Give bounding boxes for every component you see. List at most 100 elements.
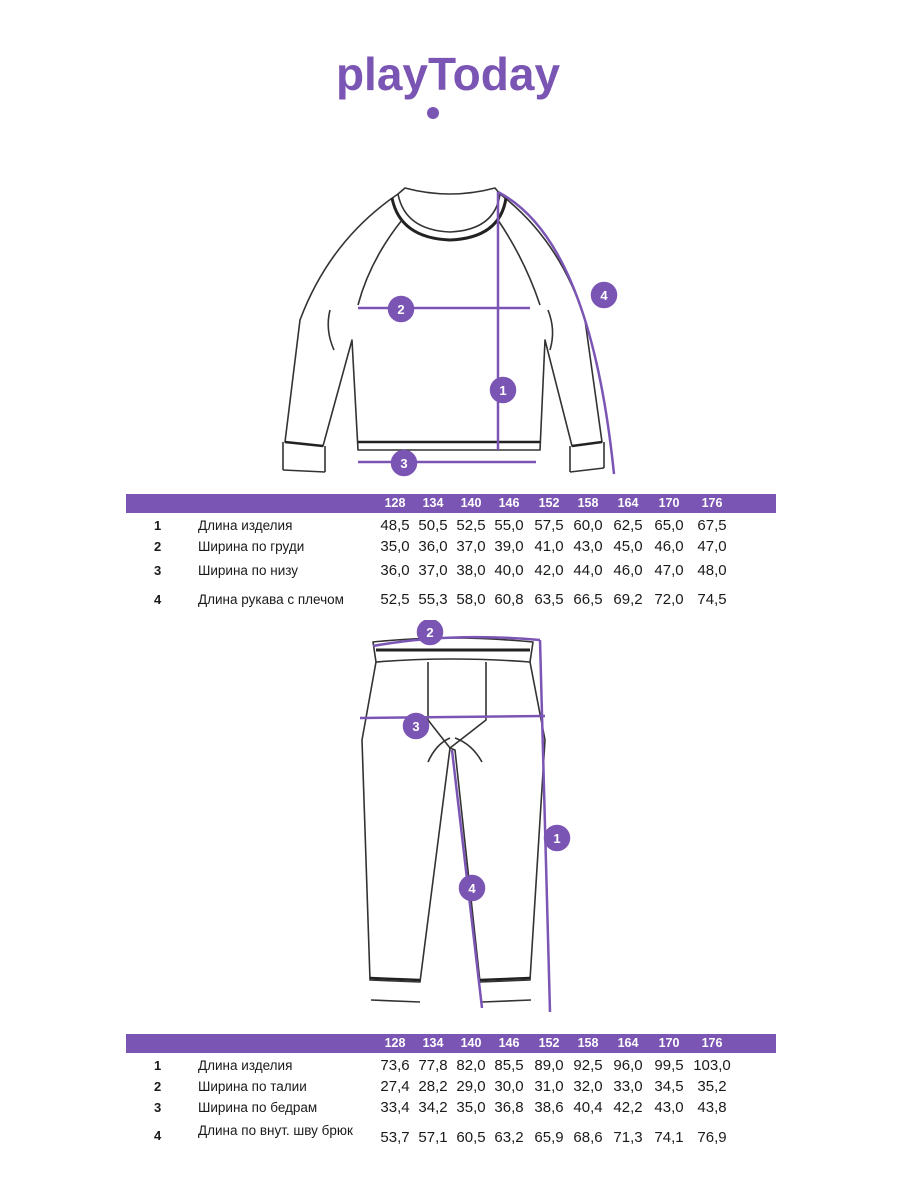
pants-outline	[361, 637, 546, 1003]
size-header-164: 164	[617, 496, 639, 510]
cell-value: 60,0	[573, 517, 603, 534]
size-header-176: 176	[701, 1036, 723, 1050]
size-header-128: 128	[384, 1036, 406, 1050]
cell-value: 36,8	[494, 1099, 524, 1116]
row-number: 3	[154, 1100, 162, 1115]
cell-value: 63,5	[534, 591, 564, 608]
size-header-164: 164	[617, 1036, 639, 1050]
cell-value: 43,0	[654, 1099, 684, 1116]
size-header-176: 176	[701, 496, 723, 510]
cell-value: 43,0	[573, 538, 603, 555]
size-header-134: 134	[422, 1036, 444, 1050]
brand-name: playToday	[336, 48, 561, 100]
row-number: 1	[154, 518, 162, 533]
cell-value: 69,2	[613, 591, 643, 608]
cell-value: 36,0	[380, 562, 410, 579]
size-header-170: 170	[658, 496, 680, 510]
row-label: Длина изделия	[198, 1058, 293, 1073]
cell-value: 103,0	[693, 1057, 731, 1074]
size-header-158: 158	[577, 1036, 599, 1050]
pants-measurements	[359, 620, 571, 1013]
cell-value: 63,2	[494, 1129, 524, 1146]
size-header-170: 170	[658, 1036, 680, 1050]
cell-value: 41,0	[534, 538, 564, 555]
marker-3-badge	[390, 449, 418, 477]
measure-line-sleeve	[497, 190, 616, 475]
cell-value: 42,0	[534, 562, 564, 579]
row-label: Ширина по низу	[198, 563, 299, 578]
measure-line-length	[538, 639, 552, 1013]
size-header-158: 158	[577, 496, 599, 510]
pants-marker-3-label: 3	[412, 719, 419, 734]
cell-value: 57,5	[534, 517, 564, 534]
cell-value: 34,5	[654, 1078, 684, 1095]
cell-value: 52,5	[380, 591, 410, 608]
table-row: 2 Ширина по талии 27,4 28,2 29,0 30,0 31…	[126, 1076, 776, 1098]
pants-marker-4-badge	[458, 874, 486, 902]
cell-value: 27,4	[380, 1078, 410, 1095]
pants-marker-1-badge	[543, 824, 571, 852]
cell-value: 38,0	[456, 562, 486, 579]
cell-value: 55,3	[418, 591, 448, 608]
cell-value: 36,0	[418, 538, 448, 555]
row-number: 1	[154, 1058, 162, 1073]
cell-value: 44,0	[573, 562, 603, 579]
playtoday-logo-graphic: playToday	[336, 48, 561, 119]
cell-value: 72,0	[654, 591, 684, 608]
cell-value: 48,0	[697, 562, 727, 579]
cell-value: 66,5	[573, 591, 603, 608]
cell-value: 35,0	[456, 1099, 486, 1116]
cell-value: 82,0	[456, 1057, 486, 1074]
cell-value: 38,6	[534, 1099, 564, 1116]
row-label: Ширина по груди	[198, 539, 305, 554]
table-row: 1 Длина изделия 73,6 77,8 82,0 85,5 89,0…	[126, 1055, 776, 1077]
cell-value: 99,5	[654, 1057, 684, 1074]
pants-marker-3-badge	[402, 712, 430, 740]
cell-value: 39,0	[494, 538, 524, 555]
cell-value: 40,4	[573, 1099, 603, 1116]
cell-value: 45,0	[613, 538, 643, 555]
sweatshirt-diagram: 1 2 3 4	[0, 180, 900, 480]
table-row: 2 Ширина по груди 35,0 36,0 37,0 39,0 41…	[126, 536, 776, 558]
table-row: 3 Ширина по бедрам 33,4 34,2 35,0 36,8 3…	[126, 1097, 776, 1119]
cell-value: 96,0	[613, 1057, 643, 1074]
pants-marker-1-label: 1	[553, 831, 560, 846]
cell-value: 65,9	[534, 1129, 564, 1146]
row-label: Длина по внут. шву брюк	[198, 1123, 353, 1138]
cell-value: 77,8	[418, 1057, 448, 1074]
size-header-152: 152	[538, 1036, 560, 1050]
marker-4-label: 4	[600, 288, 608, 303]
cell-value: 89,0	[534, 1057, 564, 1074]
marker-2-label: 2	[397, 302, 404, 317]
cell-value: 34,2	[418, 1099, 448, 1116]
cell-value: 47,0	[654, 562, 684, 579]
row-number: 3	[154, 563, 162, 578]
cell-value: 31,0	[534, 1078, 564, 1095]
pants-marker-2-label: 2	[426, 625, 433, 640]
size-header-140: 140	[460, 1036, 482, 1050]
pants-diagram: 1 2 3 4	[0, 620, 900, 1020]
cell-value: 43,8	[697, 1099, 727, 1116]
cell-value: 68,6	[573, 1129, 603, 1146]
cell-value: 40,0	[494, 562, 524, 579]
cell-value: 35,2	[697, 1078, 727, 1095]
cell-value: 53,7	[380, 1129, 410, 1146]
marker-1-badge	[489, 376, 517, 404]
cell-value: 62,5	[613, 517, 643, 534]
row-label: Длина изделия	[198, 518, 293, 533]
cell-value: 76,9	[697, 1129, 727, 1146]
cell-value: 37,0	[456, 538, 486, 555]
row-number: 4	[154, 592, 162, 607]
cell-value: 50,5	[418, 517, 448, 534]
cell-value: 74,5	[697, 591, 727, 608]
pants-marker-4-label: 4	[468, 881, 476, 896]
sweatshirt-outline	[282, 187, 605, 473]
cell-value: 35,0	[380, 538, 410, 555]
cell-value: 33,4	[380, 1099, 410, 1116]
size-header-152: 152	[538, 496, 560, 510]
cell-value: 46,0	[613, 562, 643, 579]
cell-value: 46,0	[654, 538, 684, 555]
measure-line-hips	[359, 714, 546, 720]
size-header-134: 134	[422, 496, 444, 510]
cell-value: 33,0	[613, 1078, 643, 1095]
